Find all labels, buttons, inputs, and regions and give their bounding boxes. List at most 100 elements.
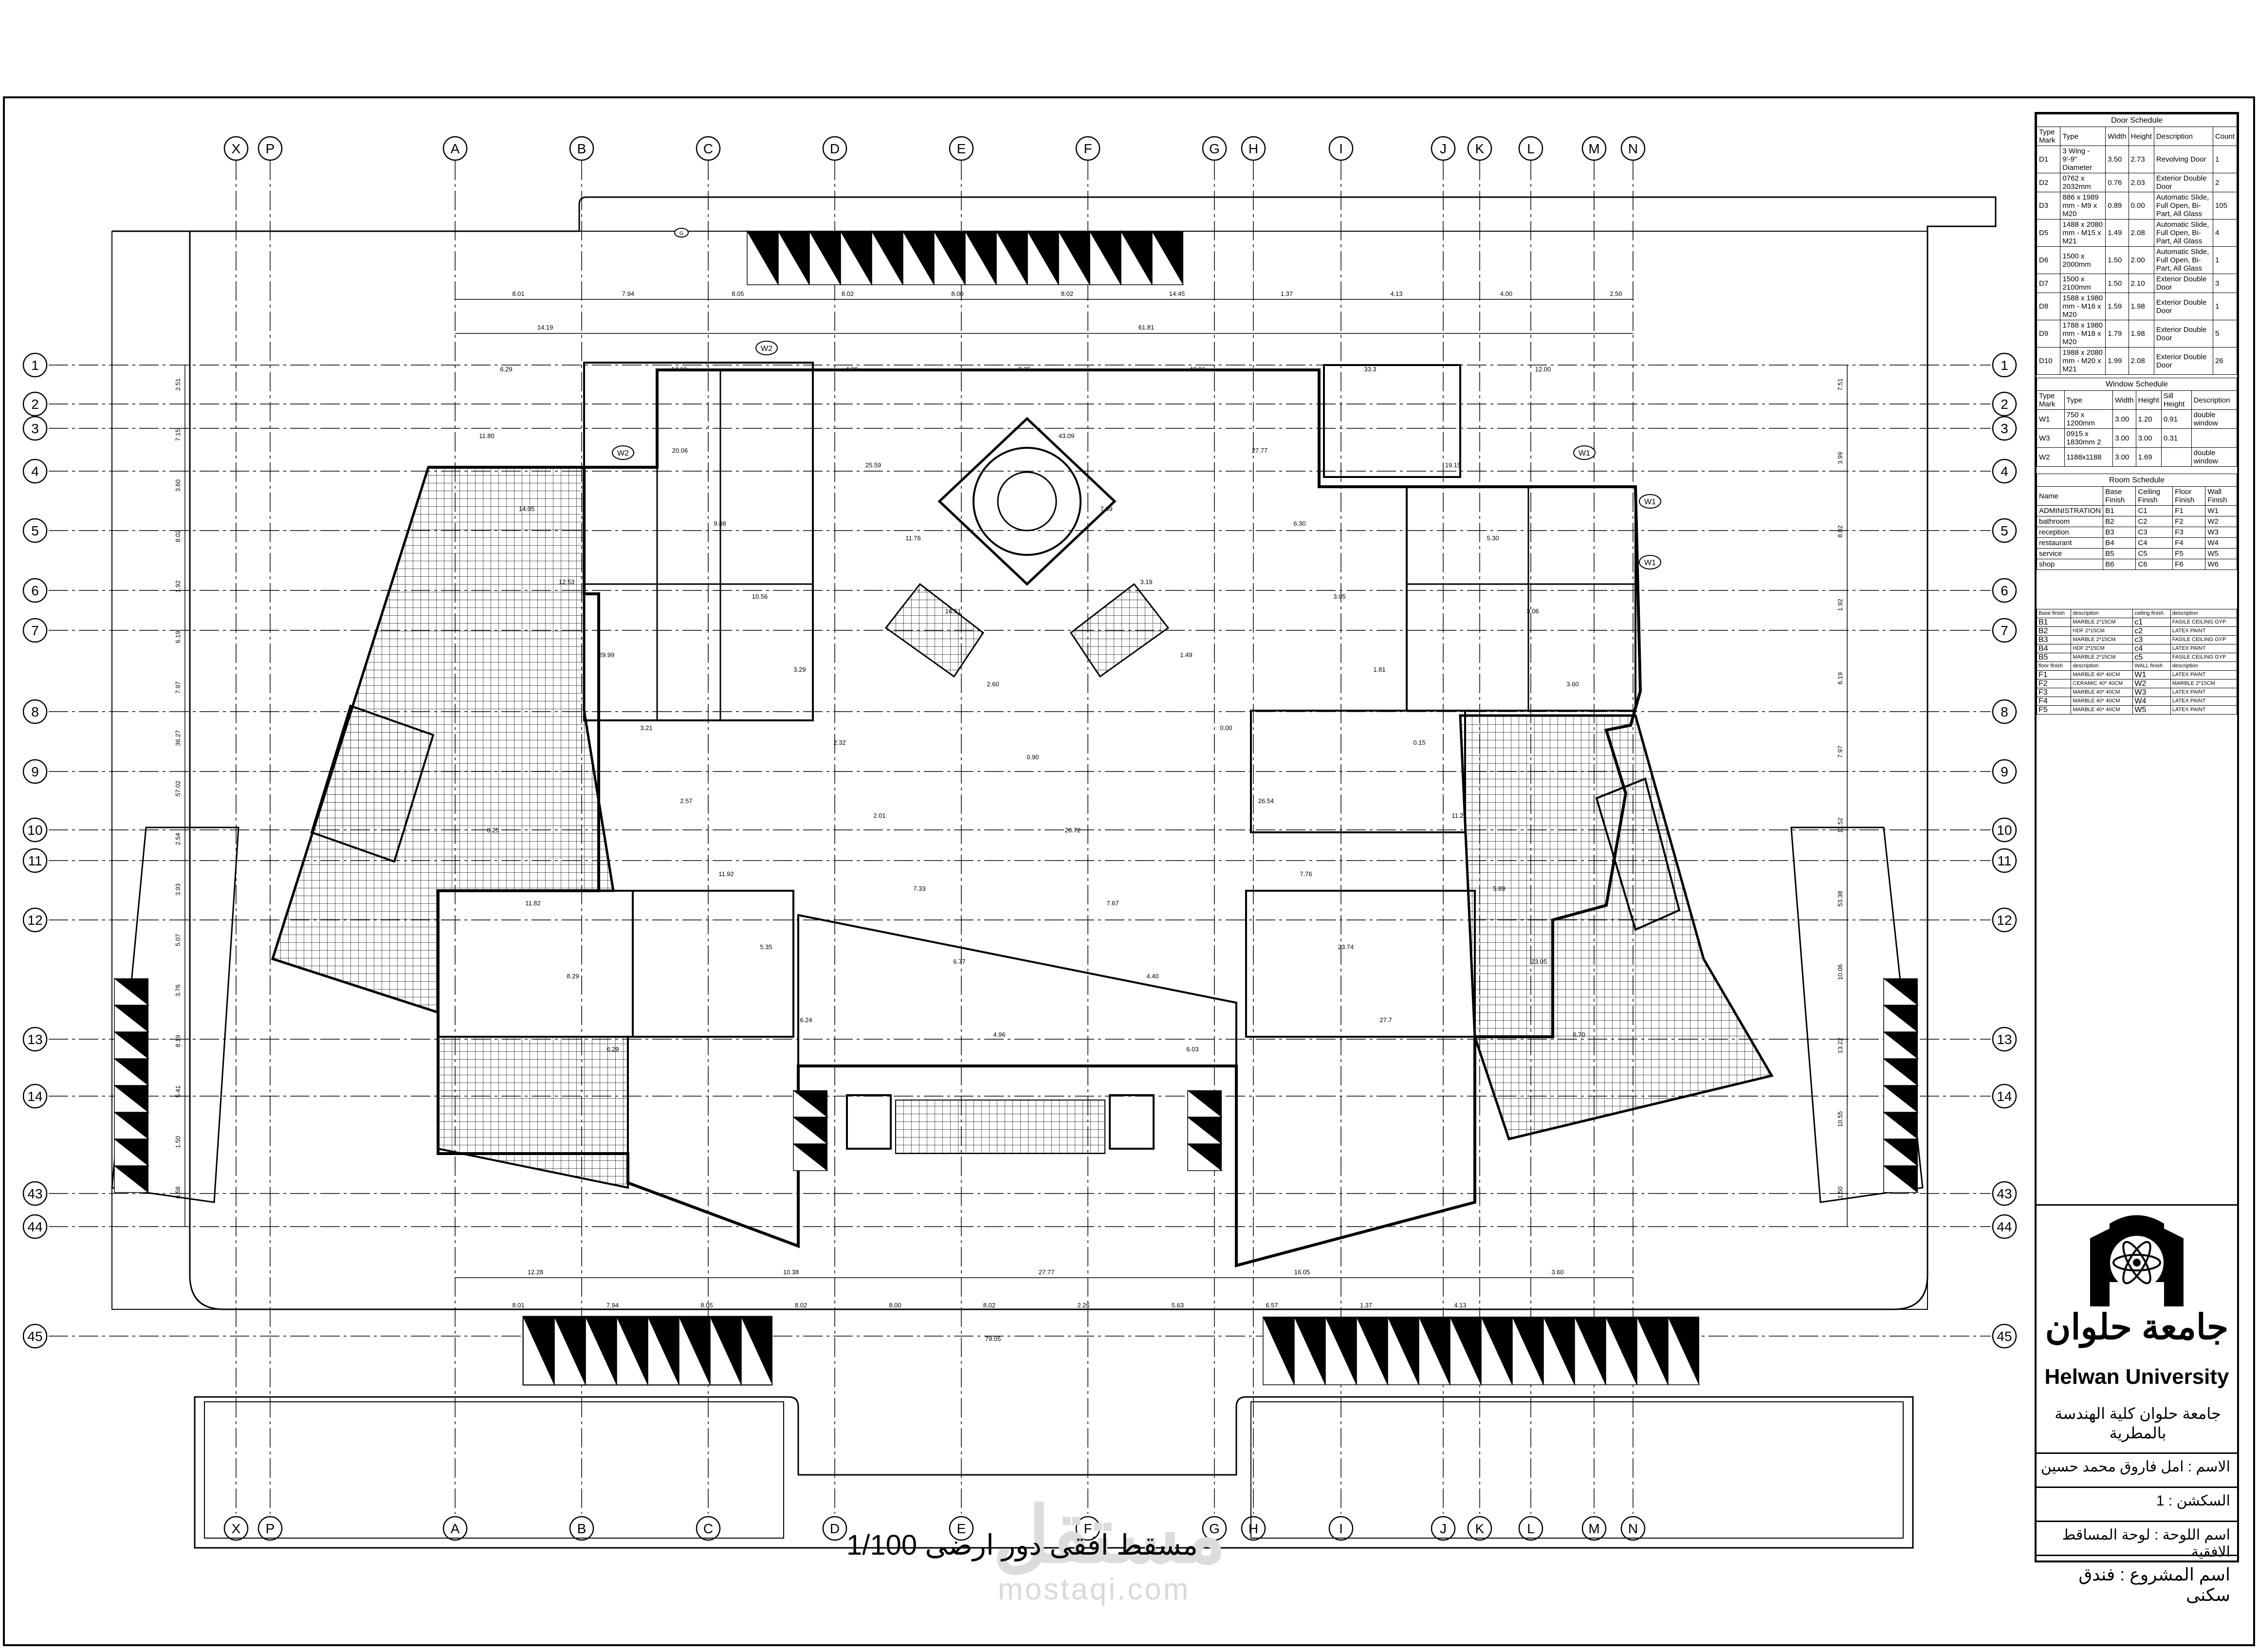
dimension-label: 8.29: [567, 973, 579, 980]
dimension-label: 2.26: [1077, 1302, 1089, 1309]
dimension-label: 2.57: [680, 797, 692, 805]
schedule-header: Type Mark: [2037, 390, 2065, 410]
window-tag-label: W1: [1644, 498, 1656, 506]
dimension-label: 42.91: [1190, 366, 1206, 373]
grid-label-row: 12: [1997, 913, 2012, 928]
legend-cell: c3: [2132, 635, 2171, 644]
legend-cell: c1: [2132, 618, 2171, 627]
table-cell: 1788 x 1980 mm - M18 x M20: [2060, 320, 2106, 348]
dimension-label: 8.00: [951, 290, 963, 297]
table-cell: 3.00: [2112, 409, 2136, 429]
dimension-label: 9.88: [714, 520, 726, 527]
grid-label-col: A: [451, 141, 460, 156]
legend-cell: F4: [2036, 697, 2072, 706]
grid-label-row: 14: [1997, 1089, 2012, 1104]
grid-label-row: 5: [2001, 523, 2008, 538]
grid-bubble-row: [1992, 352, 2017, 378]
grid-label-col: K: [1475, 141, 1485, 156]
grid-bubble-col: [1581, 1516, 1607, 1541]
table-cell: 0.31: [2161, 428, 2192, 448]
dimension-label: 3.05: [1333, 593, 1345, 600]
grid-bubble-row: [1992, 518, 2017, 543]
legend-cell: F5: [2036, 705, 2072, 715]
legend-cell: c2: [2132, 626, 2171, 636]
table-cell: D8: [2036, 293, 2061, 320]
table-cell: 5: [2212, 320, 2238, 348]
dimension-label: 14.45: [1169, 290, 1185, 297]
legend-cell: W2: [2132, 679, 2171, 688]
grid-bubble-col: [1202, 1516, 1227, 1541]
schedule-header: Type: [2064, 390, 2113, 410]
dimension-label: 7.15: [174, 429, 182, 441]
legend-header: description: [2071, 661, 2133, 671]
shade-fin: [1605, 1316, 1638, 1385]
grid-bubble-row: [1992, 1083, 2017, 1109]
grid-bubble-row: [22, 759, 48, 784]
table-cell: 3.50: [2105, 146, 2129, 173]
grid-label-col: H: [1248, 1521, 1258, 1536]
window-tag-label: W2: [617, 449, 629, 458]
window-tag: [1639, 494, 1661, 509]
legend-header: floor finish: [2036, 661, 2072, 671]
grid-bubble-row: [22, 1323, 48, 1349]
grid-bubble-col: [223, 1516, 249, 1541]
table-cell: C1: [2135, 505, 2173, 516]
table-cell: D1: [2036, 146, 2061, 173]
grid-bubble-row: [1992, 459, 2017, 484]
dimension-label: 7.69: [1100, 505, 1112, 513]
dimension-label: 57.02: [174, 781, 182, 797]
dimension-label: 10.56: [752, 593, 768, 600]
grid-bubble-col: [569, 136, 594, 161]
table-cell: F6: [2172, 559, 2206, 570]
dimension-label: 8.02: [174, 530, 182, 542]
shade-fin: [741, 1316, 773, 1385]
table-cell: Exterior Double Door: [2153, 293, 2213, 320]
table-cell: Automatic Slide, Full Open, Bi-Part, All…: [2153, 246, 2213, 274]
shade-fin: [1481, 1316, 1513, 1385]
dimension-label: 1.37: [1281, 290, 1293, 297]
grid-bubble-row: [22, 1181, 48, 1206]
dimension-label: 5.30: [1487, 534, 1499, 542]
grid-label-col: G: [1209, 141, 1220, 156]
table-cell: W2: [2037, 447, 2065, 467]
grid-label-row: 11: [1997, 853, 2011, 868]
grid-bubble-row: [1992, 907, 2017, 933]
schedule-header: Floor Finish: [2172, 486, 2206, 506]
table-cell: [2191, 428, 2238, 448]
dimension-label: 1.49: [1180, 651, 1192, 659]
grid-label-col: L: [1527, 141, 1535, 156]
grid-bubble-row: [22, 1214, 48, 1239]
grid-bubble-col: [1620, 1516, 1646, 1541]
dimension-label: 8.02: [842, 290, 854, 297]
grid-bubble-row: [1992, 391, 2017, 417]
grid-label-col: M: [1588, 141, 1599, 156]
dimension-label: 16.51: [945, 607, 961, 615]
dimension-label: 16.05: [1294, 1268, 1310, 1276]
dimension-label: 20.06: [672, 447, 688, 454]
grid-marker-label: G: [679, 231, 684, 237]
grid-label-row: 43: [1997, 1186, 2012, 1201]
dimension-label: 2.54: [174, 833, 182, 845]
table-cell: B2: [2103, 516, 2136, 527]
dimension-label: 7.76: [1300, 870, 1312, 878]
grid-bubble-row: [22, 416, 48, 441]
grid-bubble-row: [22, 1027, 48, 1052]
window-tag: [1639, 555, 1661, 569]
table-cell: 2.03: [2128, 173, 2154, 192]
schedule-header: Name: [2036, 486, 2104, 506]
dimension-label: 2.50: [1610, 290, 1622, 297]
shade-fin: [585, 1316, 618, 1385]
grid-label-col: P: [266, 141, 275, 156]
grid-label-row: 8: [2001, 704, 2008, 719]
grid-bubble-col: [223, 136, 249, 161]
legend-cell: MARBLE 2*15CM: [2071, 618, 2133, 627]
